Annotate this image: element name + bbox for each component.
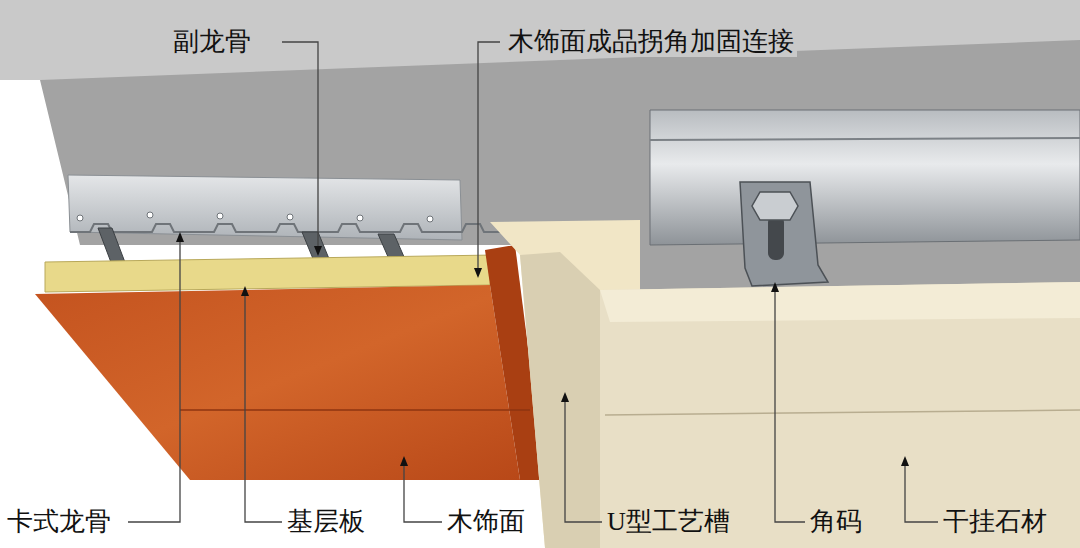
label-wood-veneer: 木饰面 [444,507,528,537]
label-corner-joint: 木饰面成品拐角加固连接 [505,27,797,57]
label-stone: 干挂石材 [940,507,1050,537]
carrier-channel [68,175,462,240]
leader-arrows [176,232,909,466]
label-carrier-channel: 卡式龙骨 [4,507,114,537]
channel-notches [70,224,514,232]
slab-top [0,0,1080,80]
label-secondary-keel: 副龙骨 [170,27,254,57]
label-u-groove: U型工艺槽 [604,507,733,537]
label-angle-bracket: 角码 [807,507,865,537]
leader-lines [128,42,938,522]
angle-bracket [740,182,828,286]
wood-veneer [35,285,520,480]
u-groove [520,252,600,548]
label-base-board: 基层板 [284,507,368,537]
channel-holes [77,212,433,222]
dry-hung-stone [600,282,1080,548]
steel-rail [650,110,1080,245]
